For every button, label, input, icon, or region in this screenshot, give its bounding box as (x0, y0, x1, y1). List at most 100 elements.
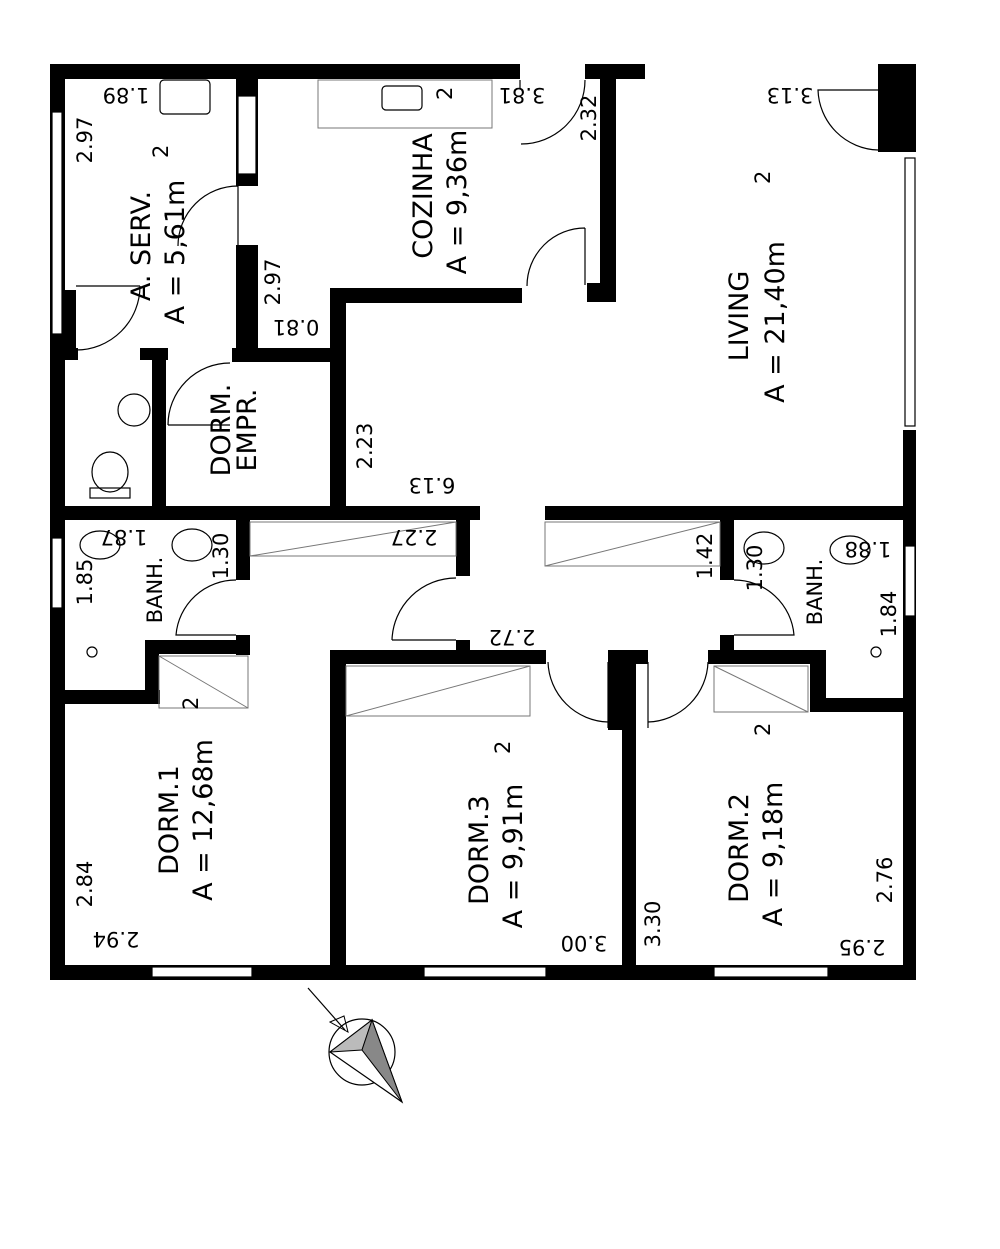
door-dorm2 (647, 661, 709, 728)
door-banh1 (175, 579, 237, 636)
wall-closet1-left (145, 640, 159, 704)
wall-closet1-top (145, 640, 250, 654)
window-dorm1-bottom (151, 966, 253, 978)
sup-cozinha: 2 (433, 87, 457, 100)
window-dorm3-bottom (423, 966, 547, 978)
kitchen-counter (317, 79, 493, 129)
wall-dorm3-dorm2 (622, 650, 636, 980)
wall-cozinha-left-pier (330, 288, 346, 506)
label-a-serv: A. SERV. (126, 191, 157, 301)
dim-227: 2.27 (391, 525, 438, 549)
wall-banh2-closet-right (810, 650, 826, 712)
wall-outer-right-upper (878, 64, 916, 152)
area-dorm-1: A = 12,68m (188, 739, 219, 901)
wall-left-stub-bath (62, 290, 76, 360)
label-dorm-empr-2: EMPR. (232, 388, 263, 471)
label-cozinha: COZINHA (408, 133, 439, 259)
dim-284: 2.84 (73, 861, 97, 908)
room-labels: A. SERV. A = 5,61m 2 COZINHA A = 9,36m 2… (126, 87, 827, 929)
dim-330: 3.30 (641, 901, 665, 948)
dim-081: 0.81 (273, 315, 320, 339)
wall-serv-cozinha-low (236, 245, 258, 360)
window-serv-left (51, 111, 63, 335)
dim-297a: 2.97 (73, 117, 97, 164)
label-dorm-1: DORM.1 (154, 765, 185, 875)
door-dorm3 (547, 661, 609, 728)
sup-a-serv: 2 (149, 145, 173, 158)
wall-dorm3-dorm2-a (608, 650, 622, 730)
area-cozinha: A = 9,36m (442, 130, 473, 275)
dim-223: 2.23 (353, 423, 377, 470)
closet-corridor-left (249, 521, 457, 557)
dim-272: 2.72 (489, 625, 536, 649)
door-banh2 (733, 579, 795, 636)
banh1-drain (86, 646, 98, 658)
fixtures (79, 79, 882, 717)
sup-living: 2 (751, 171, 775, 184)
window-banh1-left (51, 537, 63, 609)
compass-north-icon (307, 987, 404, 1104)
wall-banh2-left-low (720, 635, 734, 650)
label-dorm-2: DORM.2 (724, 793, 755, 903)
banh2-drain (870, 646, 882, 658)
banh2-sink (743, 531, 785, 565)
wall-cozinha-bottom (330, 288, 522, 303)
area-dorm-3: A = 9,91m (498, 784, 529, 929)
closet-dorm1 (158, 655, 249, 709)
label-banh-1: BANH. (143, 557, 167, 624)
wall-banh2-left (720, 520, 734, 580)
wall-dorm2-top-right (708, 650, 826, 664)
kitchen-sink (381, 85, 423, 111)
dim-276: 2.76 (873, 857, 897, 904)
door-cozinha-living (526, 227, 586, 287)
dim-142: 1.42 (693, 533, 717, 580)
dim-184: 1.84 (877, 591, 901, 638)
dim-130b: 1.30 (743, 545, 767, 592)
window-serv-cozinha (237, 95, 257, 175)
label-living: LIVING (724, 271, 755, 362)
wall-dorm3-top-stub (456, 640, 470, 664)
wall-mid-left (50, 506, 480, 520)
wall-banh1-bottom (50, 690, 160, 704)
dim-381: 3.81 (499, 83, 546, 107)
label-banh-2: BANH. (803, 559, 827, 626)
wall-dorm2-top (608, 650, 648, 664)
dim-187: 1.87 (101, 525, 148, 549)
wall-cozinha-living (600, 64, 616, 302)
area-dorm-2: A = 9,18m (758, 782, 789, 927)
closet-dorm3 (345, 665, 531, 717)
dim-185: 1.85 (73, 559, 97, 606)
dim-313: 3.13 (767, 83, 814, 107)
wall-cozinha-living-stub (587, 283, 616, 302)
dim-294: 2.94 (93, 927, 140, 951)
window-dorm2-bottom (713, 966, 829, 978)
dim-300: 3.00 (561, 931, 608, 955)
door-entrance-top (519, 79, 586, 145)
label-dorm-empr-1: DORM. (206, 384, 237, 477)
closet-corridor-right (544, 521, 721, 567)
wall-banh2-bottom (810, 698, 916, 712)
sup-dorm-1: 2 (179, 697, 203, 710)
banh1-sink (171, 528, 213, 562)
dim-130a: 1.30 (209, 533, 233, 580)
dim-295: 2.95 (839, 935, 886, 959)
closet-dorm2 (713, 665, 809, 713)
door-living-main (817, 89, 879, 151)
window-living-right (904, 157, 916, 427)
banh1-toilet (79, 530, 121, 560)
toilet-empr (91, 451, 129, 493)
wall-empr-top (232, 348, 344, 362)
doors (75, 79, 879, 728)
door-serv-cozinha (177, 185, 239, 247)
dim-188: 1.88 (845, 537, 892, 561)
dim-189: 1.89 (103, 83, 150, 107)
wall-mid-right (545, 506, 916, 520)
wall-banh1-right (236, 520, 250, 580)
door-corridor (391, 577, 457, 641)
sup-dorm-2: 2 (751, 723, 775, 736)
area-a-serv: A = 5,61m (160, 180, 191, 325)
dim-470: 4.70 (879, 99, 903, 146)
wall-top-left (50, 64, 520, 79)
toilet-empr-tank (89, 487, 131, 499)
